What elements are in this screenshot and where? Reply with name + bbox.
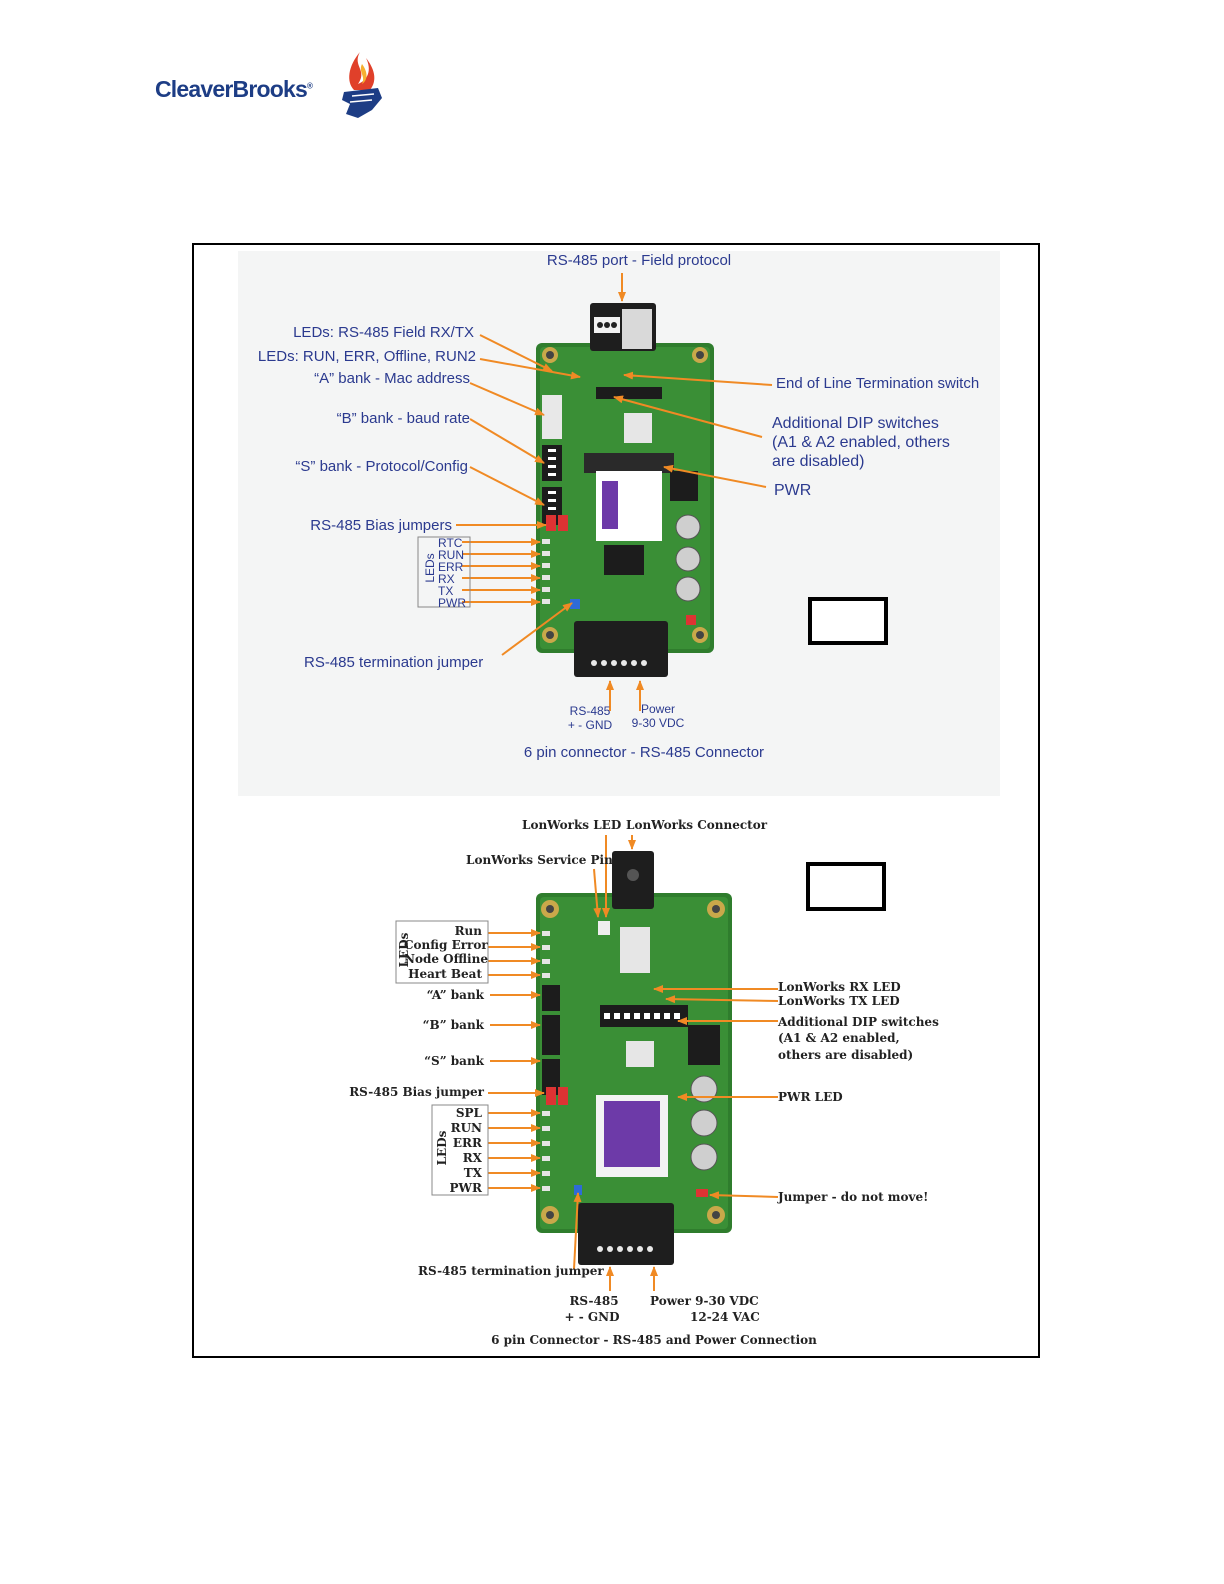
fig2-label-dip-3: others are disabled): [778, 1048, 914, 1062]
fig1-label-b-bank: “B” bank - baud rate: [336, 410, 470, 427]
fig2-led-node-offline: Node Offline: [404, 952, 488, 966]
fig2-label-tx-led: LonWorks TX LED: [778, 994, 900, 1008]
figure1-board: [536, 303, 714, 677]
fig2-rs485-line2: + - GND: [564, 1310, 620, 1324]
board-drawings: [395, 273, 779, 1291]
fig1-power-line2: 9-30 VDC: [631, 716, 685, 730]
fig1-label-field-rx-tx: LEDs: RS-485 Field RX/TX: [293, 324, 474, 341]
fig1-label-eol: End of Line Termination switch: [776, 375, 980, 392]
fig2-led-run: Run: [454, 924, 482, 938]
fig1-led-group-box: [417, 536, 471, 608]
fig2-led-spl: SPL: [455, 1106, 482, 1120]
cleaverbrooks-logo: CleaverBrooks®: [150, 48, 390, 124]
fig2-label-dip-1: Additional DIP switches: [778, 1015, 939, 1029]
figure1-arrows: [456, 273, 773, 711]
fig2-label-rx-led: LonWorks RX LED: [778, 980, 901, 994]
fig1-led-pwr: PWR: [438, 596, 466, 610]
fig2-label-a-bank: “A” bank: [426, 988, 484, 1002]
fig2-label-lonworks-led: LonWorks LED: [522, 818, 622, 832]
fig1-led-run: RUN: [438, 548, 464, 562]
fig2-bottom-connector: [578, 1203, 674, 1265]
fig2-label-termination: RS-485 termination jumper: [418, 1264, 604, 1278]
fig1-rs485-line1: RS-485: [569, 704, 611, 718]
figure2-arrows: [488, 835, 779, 1291]
fig2-led-rx: RX: [462, 1151, 482, 1165]
fig1-label-termination: RS-485 termination jumper: [304, 654, 484, 671]
fig1-power-line1: Power: [640, 702, 675, 716]
fig2-label-s-bank: “S” bank: [424, 1054, 484, 1068]
fig2-caption: 6 pin Connector - RS-485 and Power Conne…: [491, 1333, 817, 1347]
fig1-caption: 6 pin connector - RS-485 Connector: [523, 744, 765, 761]
fig2-label-lonworks-connector: LonWorks Connector: [626, 818, 768, 832]
fig1-label-pwr: PWR: [774, 482, 812, 499]
fig2-led-group2-box: [431, 1104, 489, 1196]
fig2-led-config-error: Config Error: [404, 938, 488, 952]
fig1-label-run-err: LEDs: RUN, ERR, Offline, RUN2: [257, 348, 476, 365]
fig2-power-line2: 12-24 VAC: [690, 1310, 760, 1324]
fig2-led-heart-beat: Heart Beat: [408, 967, 482, 981]
fig1-led-tx: TX: [438, 584, 454, 598]
figure2-board: [536, 851, 732, 1265]
fig1-label-s-bank: “S” bank - Protocol/Config: [295, 458, 468, 475]
fig1-label-a-bank: “A” bank - Mac address: [314, 370, 470, 387]
fig1-led-rx: RX: [438, 572, 455, 586]
blank-box-figure1: [808, 597, 888, 645]
fig2-led-tx: TX: [463, 1166, 482, 1180]
fig2-label-dip-2: (A1 & A2 enabled,: [778, 1031, 900, 1045]
fig1-top-label: RS-485 port - Field protocol: [546, 252, 732, 269]
figure-frame: RS-485 port - Field protocol LEDs: RS-48…: [192, 243, 1040, 1358]
fig2-label-jumper: Jumper - do not move!: [778, 1190, 929, 1204]
fig1-label-dip-2: (A1 & A2 enabled, others: [772, 434, 950, 451]
logo-text: CleaverBrooks®: [155, 76, 313, 102]
fig1-led-rtc: RTC: [438, 536, 463, 550]
fig1-rs485-line2: + - GND: [567, 718, 613, 732]
fig1-label-bias-jumpers: RS-485 Bias jumpers: [310, 517, 452, 534]
fig2-rs485-line1: RS-485: [569, 1294, 619, 1308]
fig2-led-pwr: PWR: [449, 1181, 482, 1195]
fig2-label-pwr-led: PWR LED: [778, 1090, 843, 1104]
fig2-label-service-pin: LonWorks Service Pin: [466, 853, 613, 867]
fig2-label-b-bank: “B” bank: [422, 1018, 484, 1032]
fig2-led-group1-box: [395, 920, 489, 984]
fig2-label-bias-jumper: RS-485 Bias jumper: [349, 1085, 484, 1099]
fig2-power-line1: Power 9-30 VDC: [650, 1294, 759, 1308]
fig1-label-dip-1: Additional DIP switches: [772, 415, 939, 432]
fig1-led-group-title: LEDs: [423, 553, 437, 583]
fig1-label-dip-3: are disabled): [772, 453, 865, 470]
blank-box-figure2: [806, 862, 886, 911]
fig1-led-err: ERR: [438, 560, 464, 574]
flame-hand-icon: [342, 52, 382, 118]
fig1-bottom-connector: [574, 621, 668, 677]
fig2-led-run2: RUN: [450, 1121, 482, 1135]
fig2-led-err: ERR: [452, 1136, 482, 1150]
